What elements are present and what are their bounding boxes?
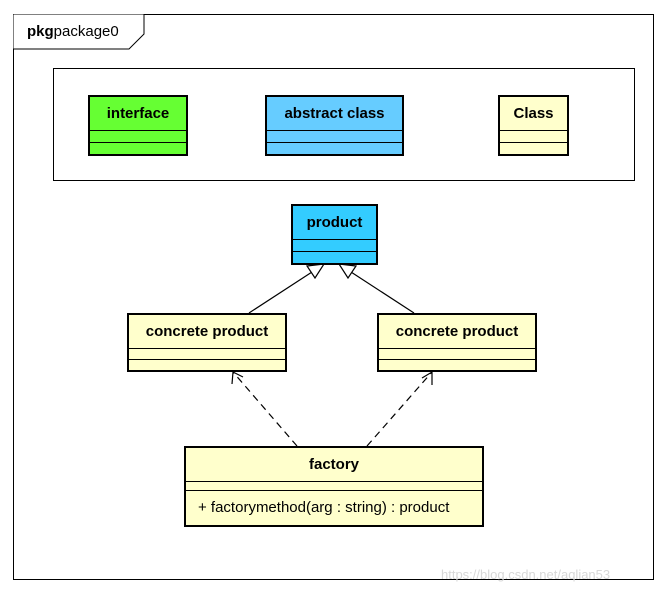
class-product-operations	[293, 252, 376, 263]
class-factory-attributes	[186, 482, 482, 491]
legend-class[interactable]: Class	[498, 95, 569, 156]
class-concrete-product-left-attributes	[129, 349, 285, 360]
class-concrete-product-right-attributes	[379, 349, 535, 360]
class-concrete-product-right-name: concrete product	[379, 315, 535, 349]
class-concrete-product-left[interactable]: concrete product	[127, 313, 287, 372]
class-concrete-product-left-name: concrete product	[129, 315, 285, 349]
legend-abstract-class[interactable]: abstract class	[265, 95, 404, 156]
package-label: pkgpackage0	[27, 23, 119, 40]
class-concrete-product-right[interactable]: concrete product	[377, 313, 537, 372]
dependency-arrowhead-left	[231, 371, 244, 385]
class-concrete-product-right-operations	[379, 360, 535, 370]
legend-class-label: Class	[500, 97, 567, 131]
class-factory[interactable]: factory + factorymethod(arg : string) : …	[184, 446, 484, 527]
legend-abstract-class-label: abstract class	[267, 97, 402, 131]
package-frame	[13, 14, 654, 580]
class-product[interactable]: product	[291, 204, 378, 265]
dependency-line-left	[232, 371, 298, 447]
package-name: package0	[53, 23, 119, 40]
generalization-line-right	[350, 271, 415, 314]
generalization-line-left	[248, 271, 313, 314]
dependency-arrowhead-right	[421, 370, 433, 385]
legend-interface-label: interface	[90, 97, 186, 131]
generalization-arrowhead-right	[337, 263, 358, 280]
watermark: https://blog.csdn.net/aqlian53	[441, 567, 611, 582]
legend-interface[interactable]: interface	[88, 95, 188, 156]
legend-interface-attributes	[90, 131, 186, 143]
class-concrete-product-left-operations	[129, 360, 285, 370]
legend-class-attributes	[500, 131, 567, 143]
dependency-line-right	[366, 371, 433, 447]
legend-abstract-class-attributes	[267, 131, 402, 143]
package-keyword: pkg	[27, 23, 54, 40]
class-factory-operation: + factorymethod(arg : string) : product	[198, 499, 450, 516]
class-factory-name: factory	[186, 448, 482, 482]
package-tab	[13, 14, 145, 50]
class-product-name: product	[293, 206, 376, 240]
class-product-attributes	[293, 240, 376, 252]
generalization-arrowhead-left	[305, 263, 326, 280]
legend-box	[53, 68, 635, 181]
